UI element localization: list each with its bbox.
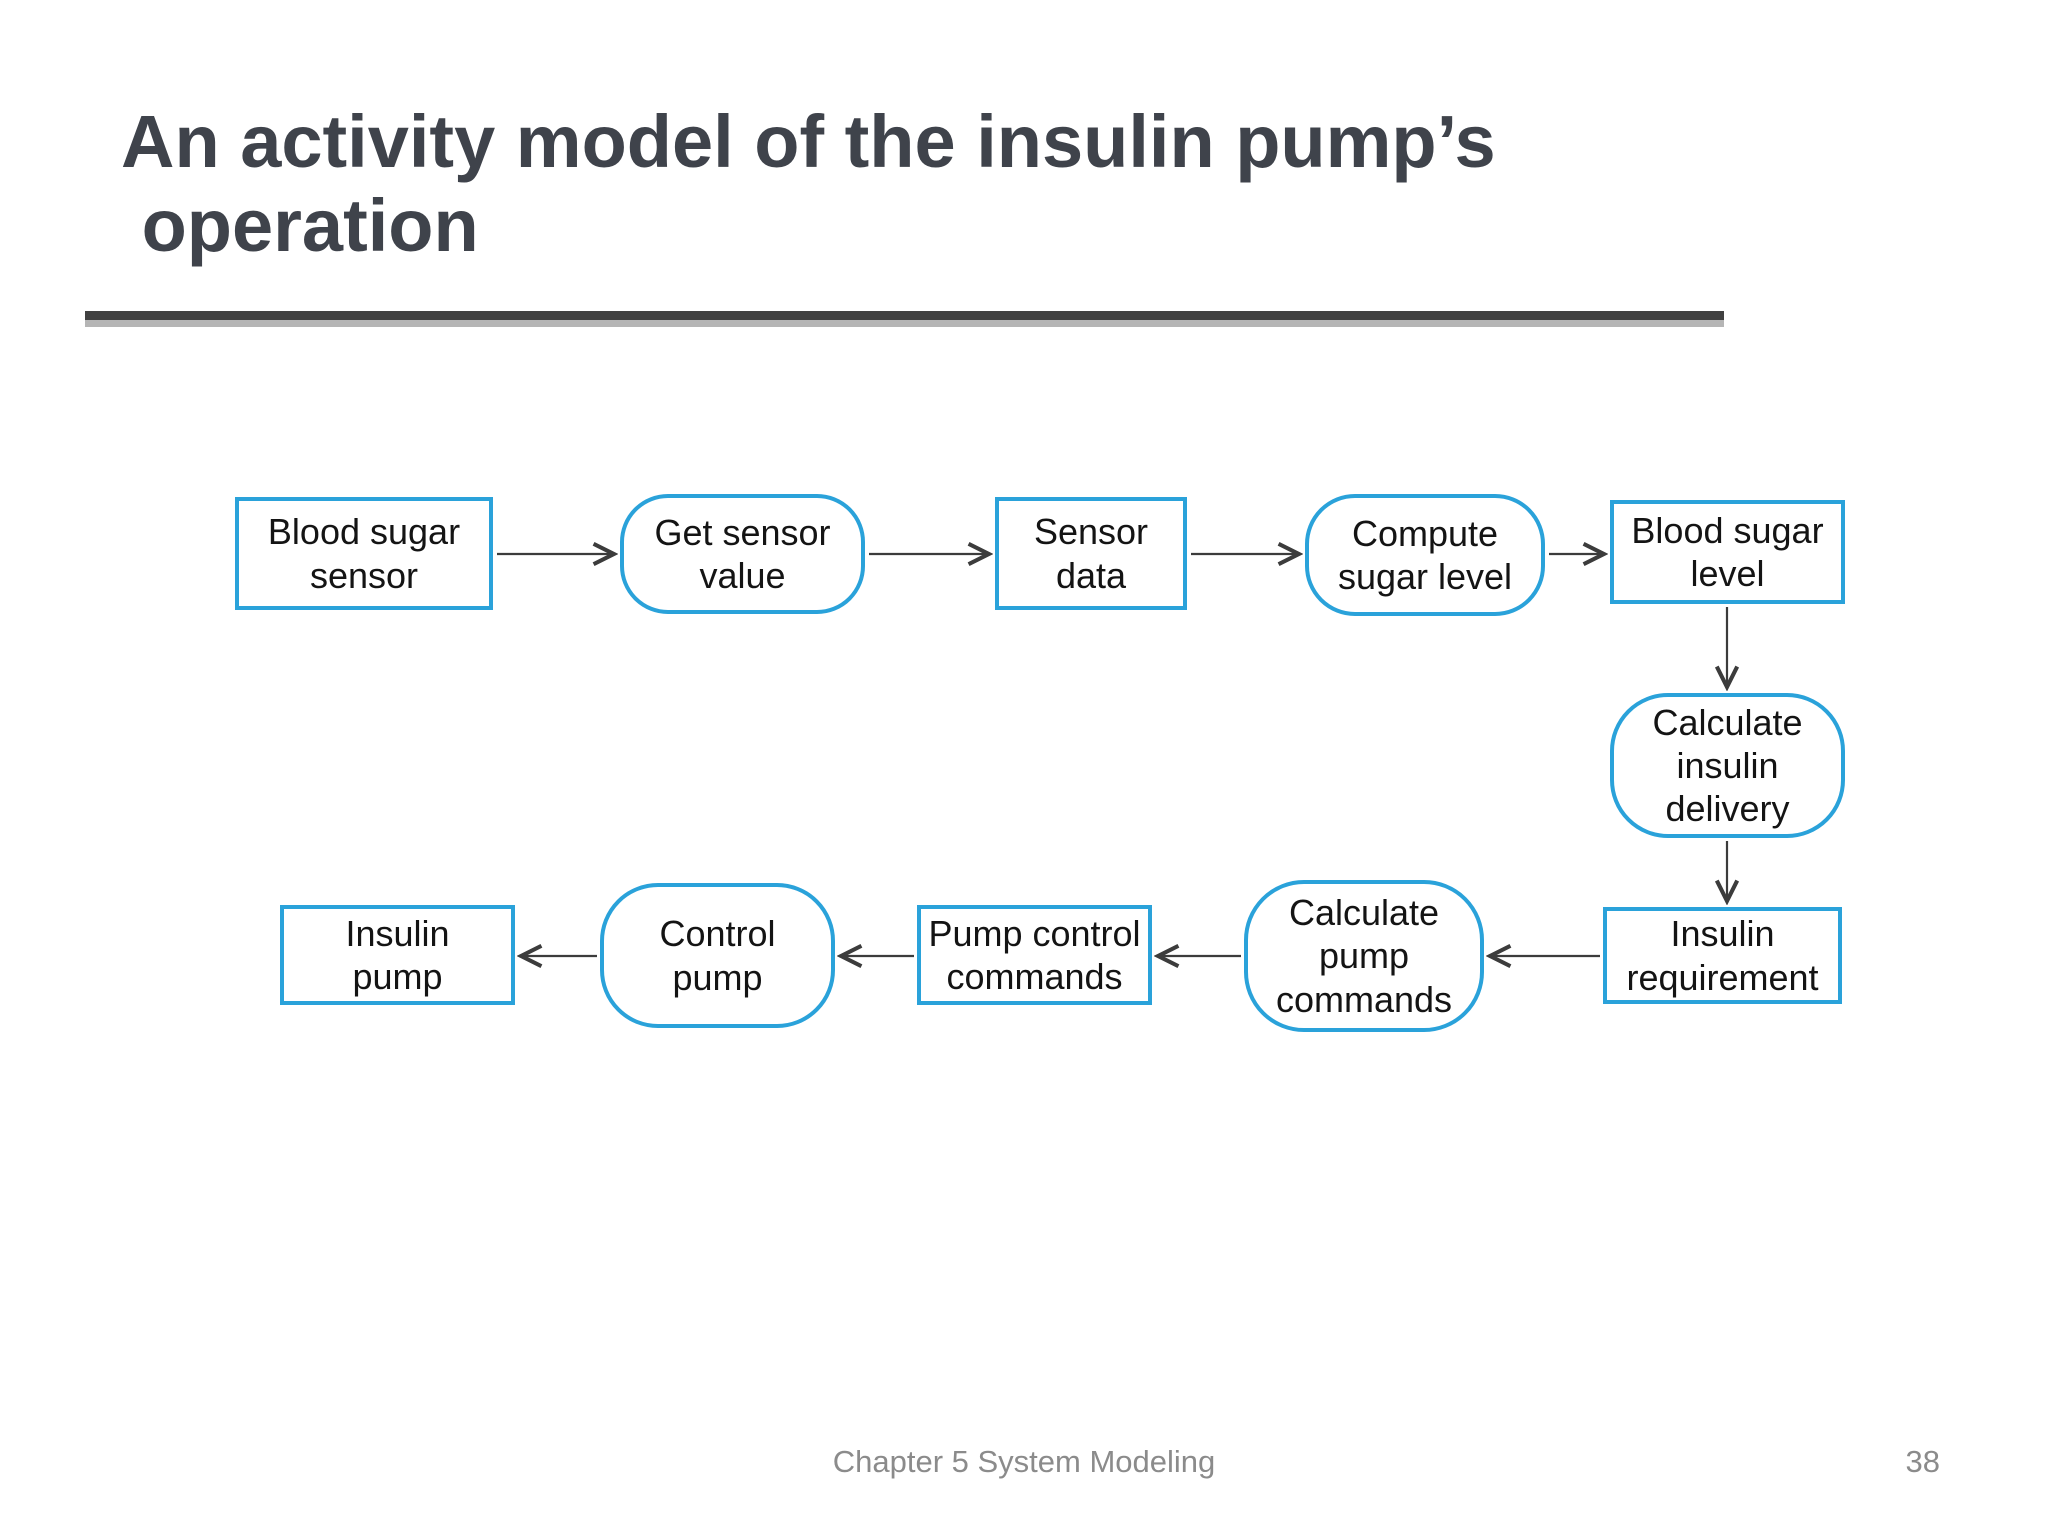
node-calculate-pump-commands: Calculate pump commands	[1244, 880, 1484, 1032]
node-label: Calculate insulin delivery	[1652, 701, 1803, 830]
node-blood-sugar-level: Blood sugar level	[1610, 500, 1845, 604]
node-label: Compute sugar level	[1337, 512, 1513, 597]
node-calculate-insulin-delivery: Calculate insulin delivery	[1610, 693, 1845, 838]
node-control-pump: Control pump	[600, 883, 835, 1028]
node-label: Blood sugar level	[1631, 509, 1824, 594]
page-number: 38	[1905, 1444, 1940, 1479]
node-blood-sugar-sensor: Blood sugar sensor	[235, 497, 493, 610]
node-label: Insulin requirement	[1626, 913, 1819, 998]
node-insulin-requirement: Insulin requirement	[1603, 907, 1842, 1004]
node-get-sensor-value: Get sensor value	[620, 494, 865, 614]
node-label: Blood sugar sensor	[267, 511, 461, 596]
node-label: Insulin pump	[345, 912, 450, 997]
page-title: An activity model of the insulin pump’s …	[121, 100, 1496, 267]
node-label: Get sensor value	[654, 511, 831, 596]
node-sensor-data: Sensor data	[995, 497, 1187, 610]
node-label: Control pump	[659, 913, 776, 998]
node-insulin-pump: Insulin pump	[280, 905, 515, 1005]
footer-chapter-label: Chapter 5 System Modeling	[832, 1444, 1216, 1479]
title-divider-shadow-bar	[85, 320, 1724, 327]
node-label: Pump control commands	[928, 912, 1141, 997]
node-compute-sugar-level: Compute sugar level	[1305, 494, 1545, 616]
node-label: Calculate pump commands	[1275, 892, 1453, 1020]
title-divider	[85, 311, 1724, 327]
node-label: Sensor data	[1033, 511, 1149, 596]
title-divider-dark-bar	[85, 311, 1724, 320]
node-pump-control-commands: Pump control commands	[917, 905, 1152, 1005]
